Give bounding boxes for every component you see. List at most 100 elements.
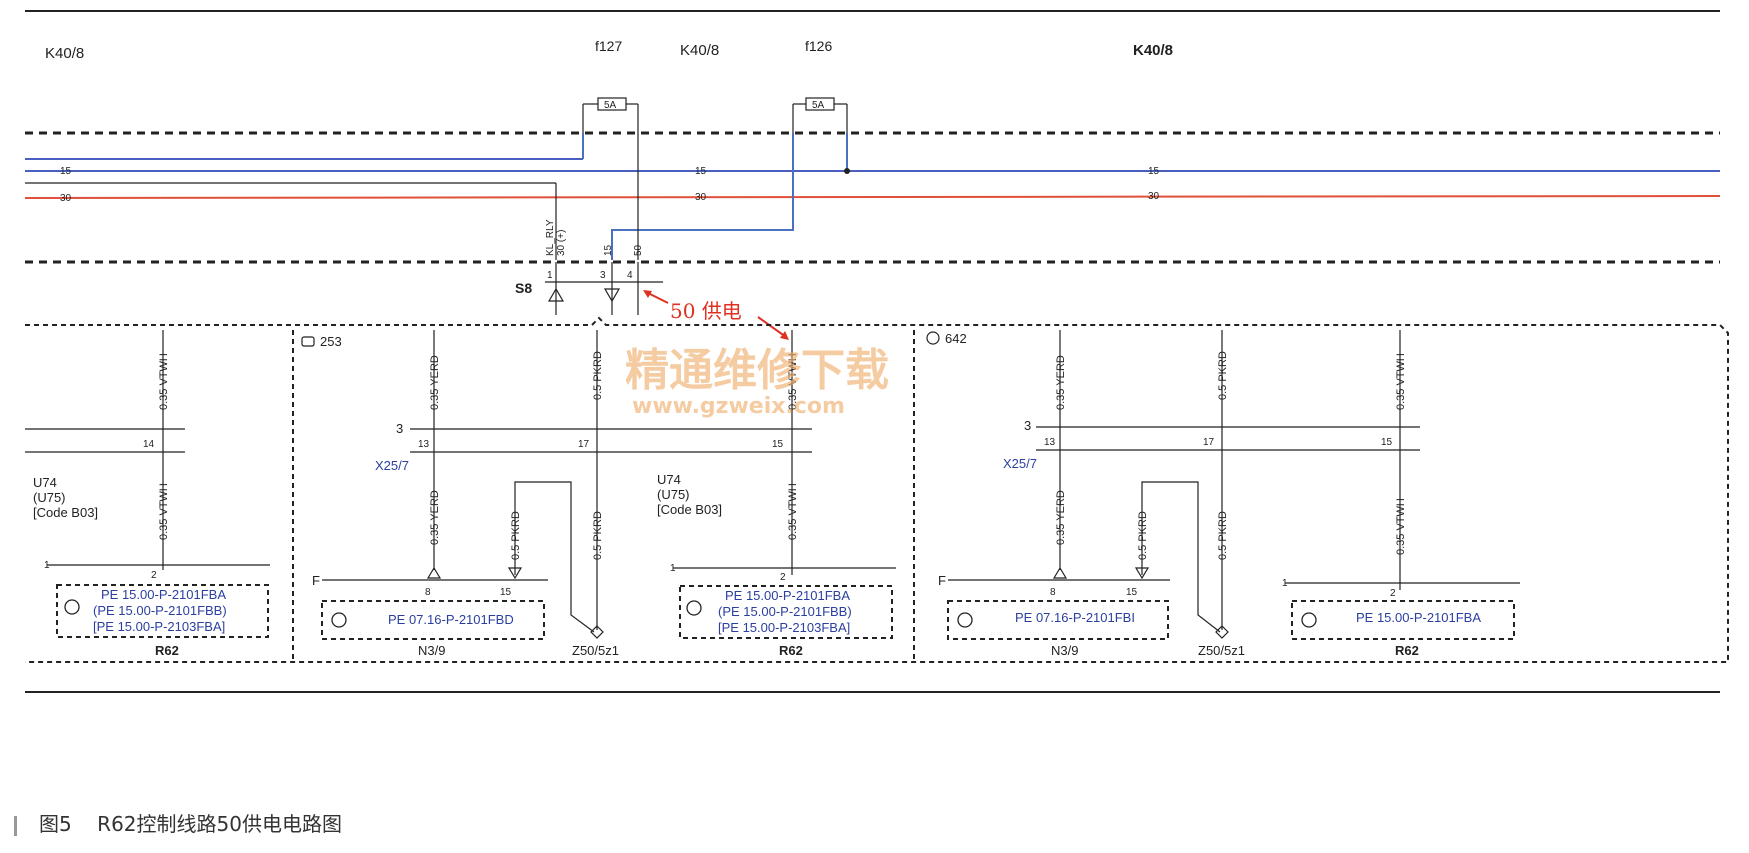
switch-s8: 1 3 4 S8 <box>515 262 663 315</box>
svg-text:253: 253 <box>320 334 342 349</box>
svg-text:5A: 5A <box>604 100 617 111</box>
svg-text:2: 2 <box>780 572 786 583</box>
svg-text:2: 2 <box>151 570 157 581</box>
svg-text:13: 13 <box>1044 437 1056 448</box>
svg-text:0.35 VTWH: 0.35 VTWH <box>787 483 799 540</box>
svg-text:15: 15 <box>1126 587 1138 598</box>
figure-title: R62控制线路50供电电路图 <box>97 812 342 836</box>
svg-text:0.5 PKRD: 0.5 PKRD <box>1217 511 1229 560</box>
svg-text:(PE 15.00-P-2101FBB): (PE 15.00-P-2101FBB) <box>718 604 852 619</box>
svg-text:15: 15 <box>603 244 614 256</box>
svg-text:PE 07.16-P-2101FBD: PE 07.16-P-2101FBD <box>388 612 514 627</box>
svg-text:[PE 15.00-P-2103FBA]: [PE 15.00-P-2103FBA] <box>93 619 225 634</box>
svg-text:1: 1 <box>1282 578 1288 589</box>
svg-text:14: 14 <box>143 439 155 450</box>
svg-text:N3/9: N3/9 <box>418 643 445 658</box>
svg-text:0.35 VTWH: 0.35 VTWH <box>1395 353 1407 410</box>
svg-text:PE 07.16-P-2101FBI: PE 07.16-P-2101FBI <box>1015 610 1135 625</box>
svg-text:15: 15 <box>1148 166 1160 177</box>
caption-bar <box>14 815 17 836</box>
fuse-f126: 5A <box>792 97 848 133</box>
annotation-50-supply: 50 供电 <box>643 290 789 340</box>
svg-text:642: 642 <box>945 331 967 346</box>
svg-text:R62: R62 <box>1395 643 1419 658</box>
zone-642: 642 <box>926 331 967 346</box>
junction-dot <box>844 168 850 174</box>
svg-text:1: 1 <box>547 270 553 281</box>
k40-label-left: K40/8 <box>45 45 84 62</box>
svg-text:4: 4 <box>627 270 633 281</box>
svg-text:8: 8 <box>1050 587 1056 598</box>
k40-label-mid: K40/8 <box>680 42 719 59</box>
svg-text:17: 17 <box>1203 437 1215 448</box>
svg-text:(PE 15.00-P-2101FBB): (PE 15.00-P-2101FBB) <box>93 603 227 618</box>
svg-text:0.35 YERD: 0.35 YERD <box>429 355 441 410</box>
svg-text:[PE 15.00-P-2103FBA]: [PE 15.00-P-2103FBA] <box>718 620 850 635</box>
svg-text:PE 15.00-P-2101FBA: PE 15.00-P-2101FBA <box>1356 610 1481 625</box>
svg-text:0.5 PKRD: 0.5 PKRD <box>510 511 522 560</box>
svg-text:15: 15 <box>695 166 707 177</box>
svg-text:15: 15 <box>772 439 784 450</box>
svg-text:15: 15 <box>1381 437 1393 448</box>
svg-text:U74: U74 <box>657 472 681 487</box>
svg-text:50 供电: 50 供电 <box>670 299 742 323</box>
svg-text:X25/7: X25/7 <box>1003 456 1037 471</box>
svg-text:KL_RLY: KL_RLY <box>545 219 556 256</box>
svg-text:F: F <box>938 573 946 588</box>
svg-text:1: 1 <box>44 560 50 571</box>
watermark: 精通维修下载 www.gzweix.com <box>625 345 889 419</box>
svg-text:[Code B03]: [Code B03] <box>657 502 722 517</box>
svg-text:0.35 YERD: 0.35 YERD <box>1055 355 1067 410</box>
svg-text:15: 15 <box>500 587 512 598</box>
svg-text:S8: S8 <box>515 280 532 296</box>
svg-text:0.5 PKRD: 0.5 PKRD <box>1217 351 1229 400</box>
svg-text:30 (+): 30 (+) <box>556 230 567 256</box>
bus-15: 15 15 15 <box>25 158 1720 177</box>
svg-text:PE 15.00-P-2101FBA: PE 15.00-P-2101FBA <box>101 587 226 602</box>
svg-text:0.35 YERD: 0.35 YERD <box>429 490 441 545</box>
svg-text:0.5 PKRD: 0.5 PKRD <box>592 511 604 560</box>
svg-text:(U75): (U75) <box>657 487 690 502</box>
fuse-f126-label: f126 <box>805 38 832 54</box>
svg-text:精通维修下载: 精通维修下载 <box>625 345 889 396</box>
fuse-f127: 5A <box>582 97 639 133</box>
svg-text:0.5 PKRD: 0.5 PKRD <box>592 351 604 400</box>
svg-text:[Code B03]: [Code B03] <box>33 505 98 520</box>
svg-text:F: F <box>312 573 320 588</box>
svg-text:U74: U74 <box>33 475 57 490</box>
zone-253-content: 0.35 YERD 0.5 PKRD 0.35 VTWH 3 13 17 15 … <box>312 330 896 658</box>
svg-text:50: 50 <box>633 244 644 256</box>
zone-253: 253 <box>301 334 342 349</box>
svg-text:30: 30 <box>1148 191 1160 202</box>
svg-text:Z50/5z1: Z50/5z1 <box>572 643 619 658</box>
svg-text:15: 15 <box>60 166 72 177</box>
circuit-diagram: K40/8 f127 K40/8 f126 K40/8 5A 5A 15 15 … <box>24 10 1729 693</box>
svg-text:3: 3 <box>600 270 606 281</box>
svg-text:Z50/5z1: Z50/5z1 <box>1198 643 1245 658</box>
k40-label-right: K40/8 <box>1133 42 1173 59</box>
fuse-f127-label: f127 <box>595 38 622 54</box>
svg-text:1: 1 <box>670 563 676 574</box>
bus-30: 30 30 30 <box>24 191 1721 204</box>
svg-text:0.35 VTWH: 0.35 VTWH <box>158 483 170 540</box>
svg-text:(U75): (U75) <box>33 490 66 505</box>
svg-text:0.5 PKRD: 0.5 PKRD <box>1137 511 1149 560</box>
svg-text:30: 30 <box>60 193 72 204</box>
svg-text:3: 3 <box>1024 418 1031 433</box>
svg-text:N3/9: N3/9 <box>1051 643 1078 658</box>
svg-text:8: 8 <box>425 587 431 598</box>
zone-642-content: 0.35 YERD 0.5 PKRD 0.35 VTWH 3 13 17 15 … <box>938 330 1520 658</box>
figure-number: 图5 <box>39 812 72 836</box>
svg-text:R62: R62 <box>779 643 803 658</box>
svg-text:0.35 YERD: 0.35 YERD <box>1055 490 1067 545</box>
svg-text:13: 13 <box>418 439 430 450</box>
svg-text:0.35 VTWH: 0.35 VTWH <box>787 353 799 410</box>
zone-left: 0.35 VTWH 14 0.35 VTWH U74 (U75) [Code B… <box>25 330 270 658</box>
svg-text:R62: R62 <box>155 643 179 658</box>
svg-text:3: 3 <box>396 421 403 436</box>
svg-text:PE 15.00-P-2101FBA: PE 15.00-P-2101FBA <box>725 588 850 603</box>
svg-text:X25/7: X25/7 <box>375 458 409 473</box>
zone-frame <box>25 316 1729 663</box>
svg-text:0.35 VTWH: 0.35 VTWH <box>1395 498 1407 555</box>
svg-text:2: 2 <box>1390 588 1396 599</box>
